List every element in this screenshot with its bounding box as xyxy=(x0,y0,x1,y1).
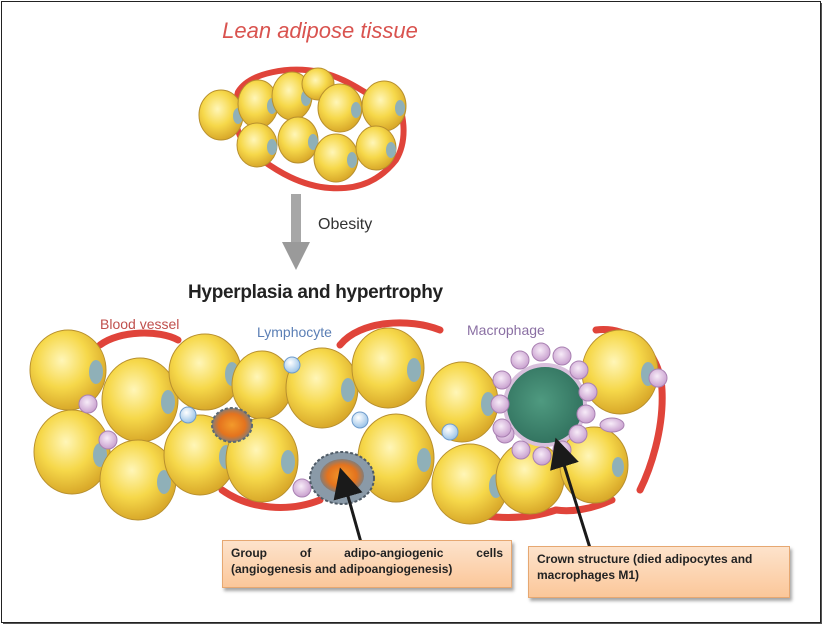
crown-callout-line1: Crown structure (died adipocytes and xyxy=(537,552,753,566)
macrophage-label: Macrophage xyxy=(467,322,545,338)
obesity-arrow xyxy=(282,194,310,270)
lean-cell xyxy=(361,80,407,132)
lean-cell xyxy=(313,133,359,183)
obesity-label: Obesity xyxy=(318,216,373,233)
crown-callout-line2: macrophages M1) xyxy=(537,568,640,582)
crown-structure-callout: Crown structure (died adipocytes and mac… xyxy=(528,546,790,598)
lean-cell xyxy=(277,116,319,164)
lean-cell xyxy=(198,89,244,141)
adipo-angiogenic-callout: Group of adipo-angiogenic cells (angioge… xyxy=(222,540,512,588)
lean-cell xyxy=(237,79,279,129)
lean-cell xyxy=(236,122,278,168)
obese-cell xyxy=(168,333,242,411)
macrophages xyxy=(78,368,668,498)
obese-cell xyxy=(425,361,499,443)
pointer-arrow-crown xyxy=(550,437,592,549)
pointer-arrow-adipo xyxy=(333,467,364,547)
obese-cell xyxy=(351,327,425,409)
obese-cell xyxy=(581,329,659,415)
lean-cell xyxy=(355,125,397,171)
section-heading: Hyperplasia and hypertrophy xyxy=(188,282,443,303)
obese-cell xyxy=(33,409,111,495)
adipo-angiogenic-callout-line1: Group of adipo-angiogenic cells xyxy=(231,546,503,560)
adipo-angiogenic-group-small xyxy=(211,407,253,443)
obese-cell xyxy=(29,329,107,411)
adipo-angiogenic-callout-line2: (angiogenesis and adipoangiogenesis) xyxy=(231,562,453,576)
lean-cell xyxy=(317,83,363,133)
lean-adipose-cluster xyxy=(198,67,407,183)
blood-vessel-label: Blood vessel xyxy=(100,316,180,332)
obese-cell xyxy=(285,347,359,429)
lymphocytes xyxy=(179,356,459,441)
lymphocyte-label: Lymphocyte xyxy=(257,324,332,340)
adipo-angiogenic-group-large xyxy=(309,451,375,505)
diagram-title: Lean adipose tissue xyxy=(222,18,418,43)
obese-cell xyxy=(101,357,179,443)
